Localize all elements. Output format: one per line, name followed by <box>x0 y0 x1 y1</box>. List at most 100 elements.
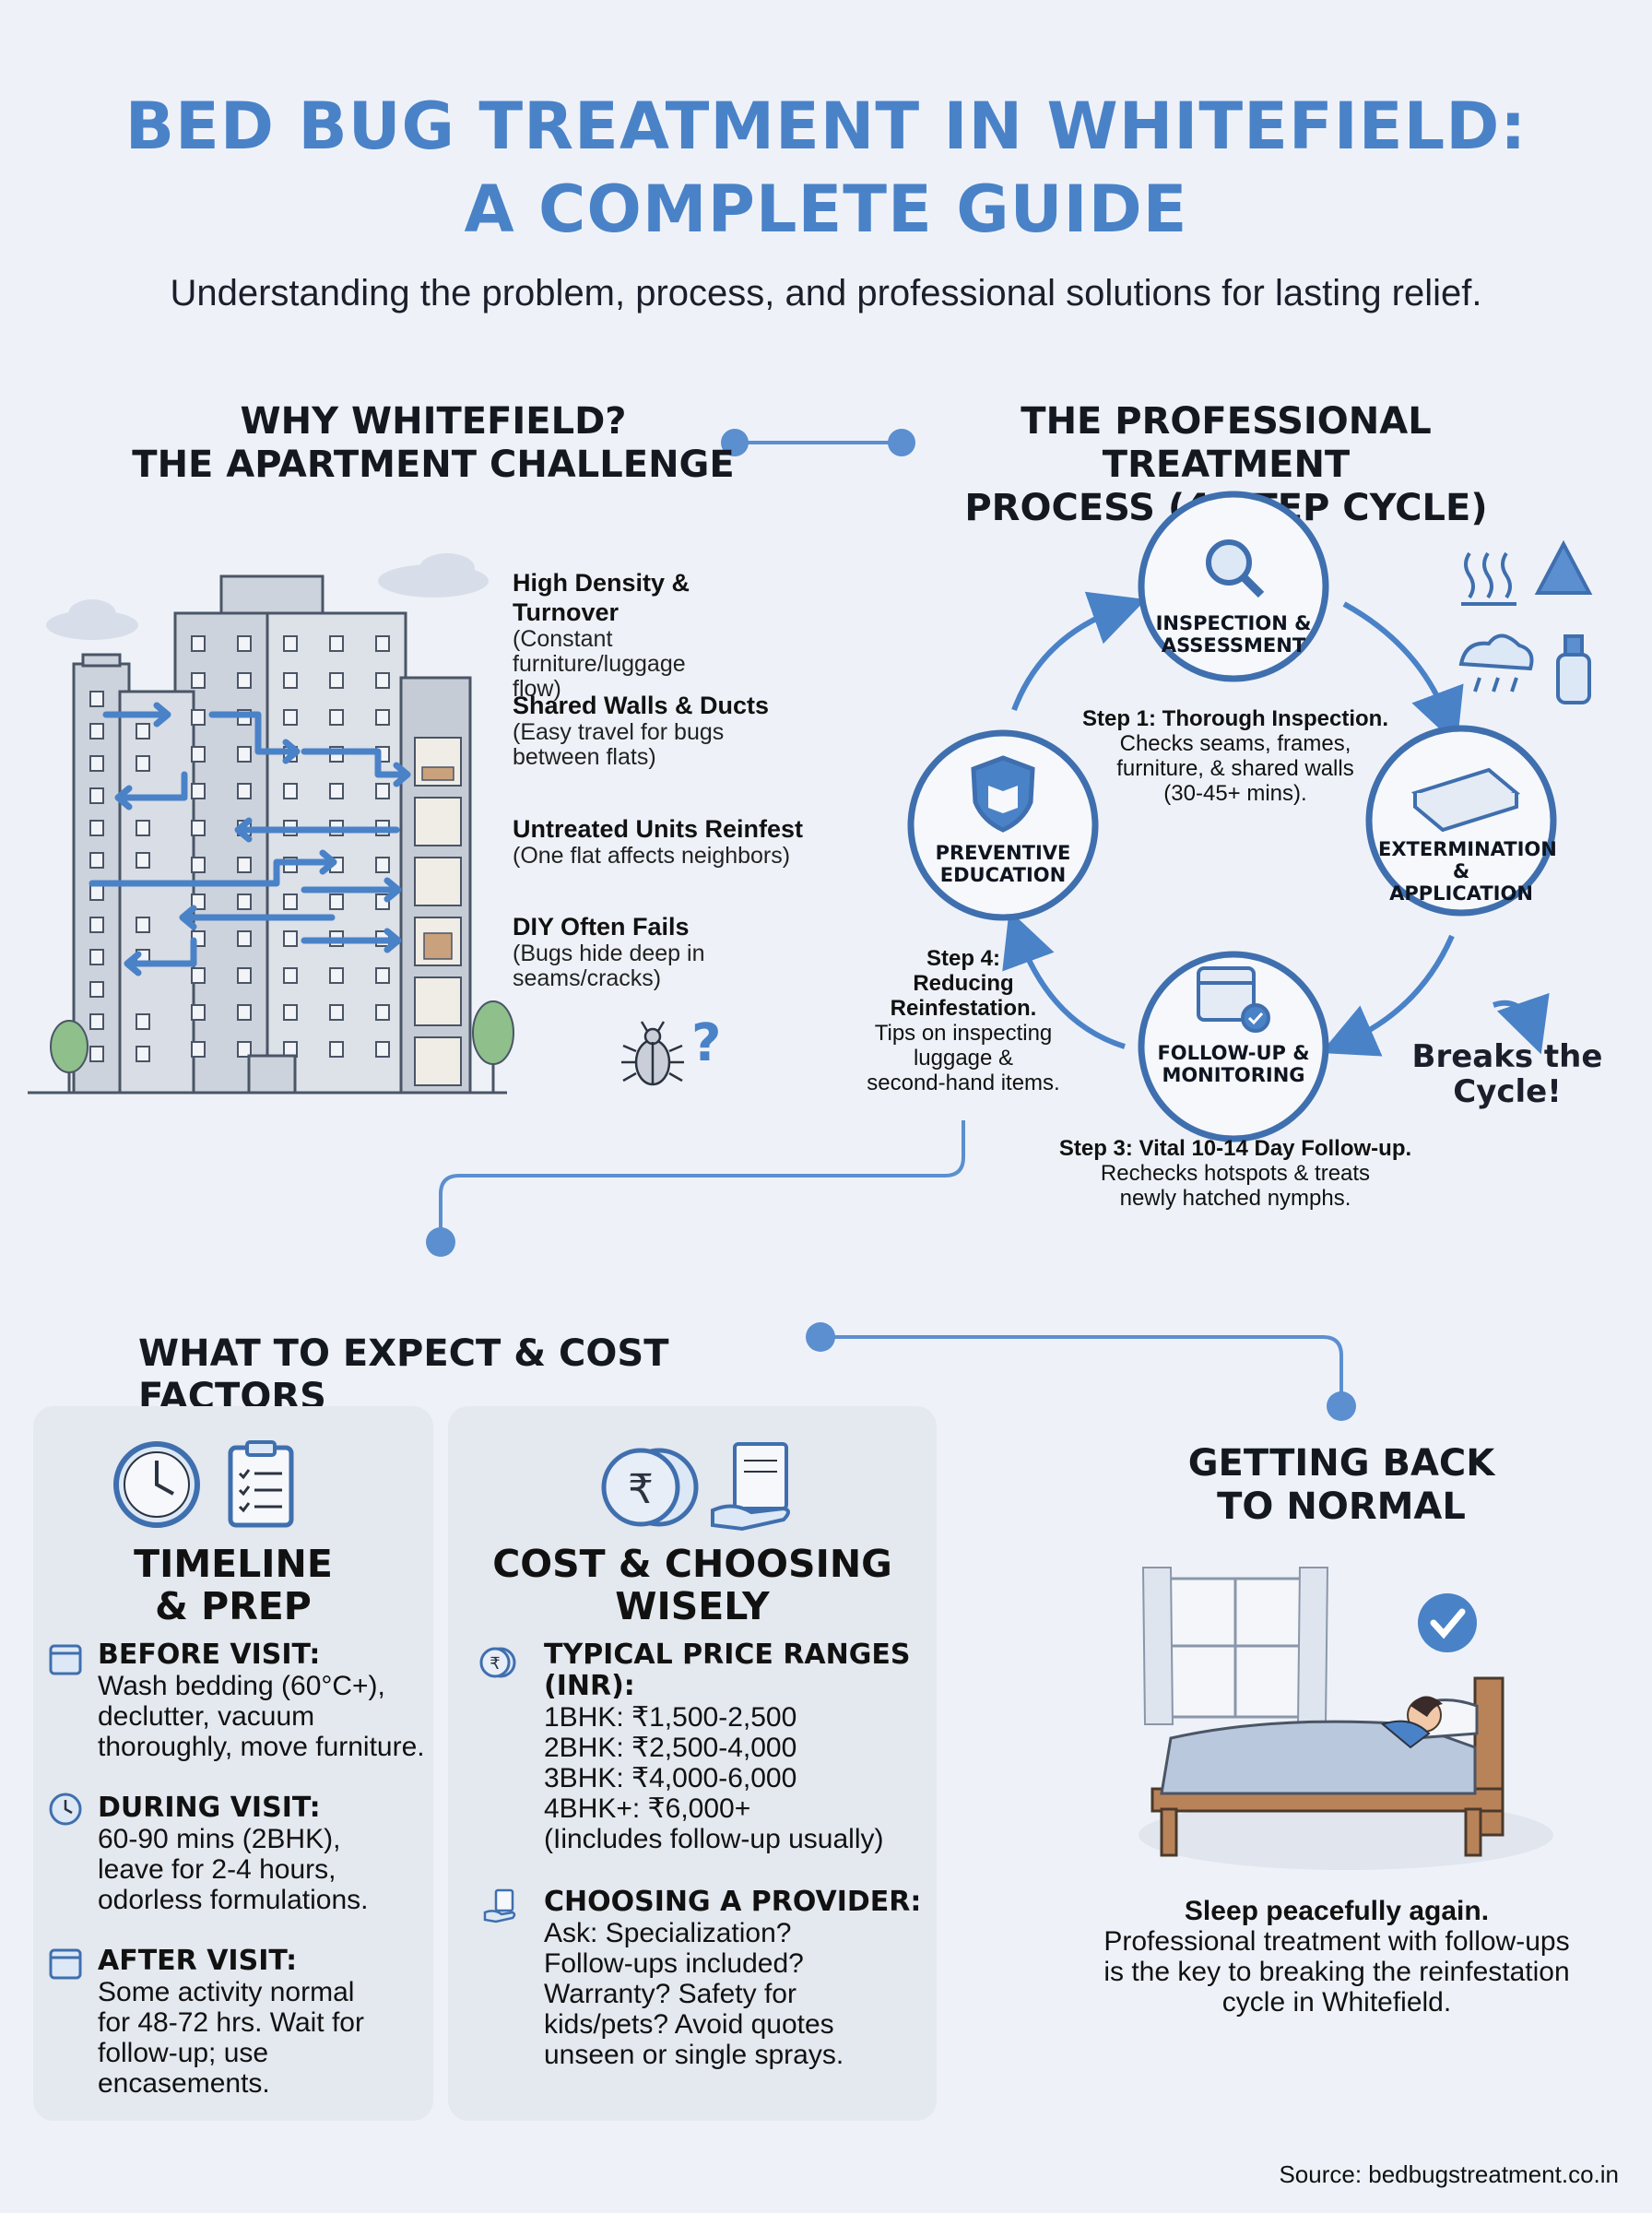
step3-line2: newly hatched nymphs. <box>1119 1186 1351 1211</box>
provider-line5: unseen or single sprays. <box>544 2040 844 2070</box>
after-visit-line4: encasements. <box>98 2068 270 2099</box>
feature-shared-walls-desc-1: (Easy travel for bugs <box>513 719 725 745</box>
choosing-provider: CHOOSING A PROVIDER: Ask: Specialization… <box>544 1887 931 2071</box>
feature-untreated-units: Untreated Units Reinfest (One flat affec… <box>513 814 808 869</box>
subtitle: Understanding the problem, process, and … <box>170 273 1482 314</box>
normal-heading-line2: TO NORMAL <box>1217 1485 1466 1528</box>
feature-untreated-units-title: Untreated Units Reinfest <box>513 815 804 843</box>
main-title-line2: A COMPLETE GUIDE <box>464 172 1188 247</box>
main-title: BED BUG TREATMENT IN WHITEFIELD: A COMPL… <box>0 85 1652 251</box>
apartment-building-illustration <box>28 553 514 1095</box>
during-visit-label: DURING VISIT: <box>98 1792 321 1824</box>
feature-shared-walls-desc-2: between flats) <box>513 744 656 770</box>
feature-diy-fails: DIY Often Fails (Bugs hide deep in seams… <box>513 912 771 991</box>
price-2bhk: 2BHK: ₹2,500-4,000 <box>544 1733 797 1763</box>
extermination-node-line1: EXTERMINATION <box>1378 838 1557 860</box>
why-heading-line1: WHY WHITEFIELD? <box>240 400 627 443</box>
feature-diy-fails-title: DIY Often Fails <box>513 913 690 941</box>
feature-density-desc-1: (Constant furniture/luggage <box>513 626 686 677</box>
sleeping-person-illustration <box>1139 1567 1553 1870</box>
hand-receipt-small-icon <box>483 1888 516 1923</box>
normal-line2: is the key to breaking the reinfestation <box>1103 1957 1570 1987</box>
process-heading-line1: THE PROFESSIONAL TREATMENT <box>1021 400 1432 486</box>
normal-heading-line1: GETTING BACK <box>1187 1442 1495 1485</box>
main-title-line1: BED BUG TREATMENT IN WHITEFIELD: <box>124 89 1528 164</box>
feature-density-title: High Density & Turnover <box>513 569 690 626</box>
step4-title-2: Reducing <box>913 971 1014 996</box>
step4-line2: luggage & <box>913 1046 1014 1071</box>
feature-density-desc-2: flow) <box>513 676 561 702</box>
price-ranges: TYPICAL PRICE RANGES (INR): 1BHK: ₹1,500… <box>544 1639 931 1855</box>
source-credit: Source: bedbugstreatment.co.in <box>1279 2160 1619 2188</box>
before-visit-line1: Wash bedding (60°C+), <box>98 1671 385 1701</box>
step1-line2: furniture, & shared walls <box>1116 756 1354 781</box>
rupee-coins-icon: ₹ <box>601 1448 699 1527</box>
step1-description: Step 1: Thorough Inspection. Checks seam… <box>1060 706 1410 806</box>
followup-node-circle <box>1138 951 1329 1142</box>
step4-description: Step 4: Reducing Reinfestation. Tips on … <box>867 946 1060 1095</box>
after-visit-line2: for 48-72 hrs. Wait for <box>98 2007 364 2038</box>
feature-shared-walls-title: Shared Walls & Ducts <box>513 692 770 719</box>
step1-title: Step 1: Thorough Inspection. <box>1082 706 1388 731</box>
cost-heading-line2: WISELY <box>615 1584 770 1628</box>
hand-receipt-icon <box>711 1442 790 1532</box>
normal-heading: GETTING BACK TO NORMAL <box>1111 1442 1572 1529</box>
feature-untreated-units-desc-1: (One flat affects neighbors) <box>513 843 791 869</box>
step3-line1: Rechecks hotspots & treats <box>1100 1161 1371 1186</box>
before-visit: BEFORE VISIT: Wash bedding (60°C+), decl… <box>98 1639 430 1763</box>
price-4bhk: 4BHK+: ₹6,000+ <box>544 1793 751 1824</box>
coin-receipt-icons: ₹ <box>601 1442 790 1532</box>
price-ranges-label-2: (INR): <box>544 1670 635 1702</box>
feature-diy-fails-desc-1: (Bugs hide deep in <box>513 941 705 966</box>
process-cycle-diagram <box>907 491 1593 1142</box>
inspection-node-line2: ASSESSMENT <box>1161 634 1306 657</box>
step3-title: Step 3: Vital 10-14 Day Follow-up. <box>1058 1136 1412 1161</box>
breaks-line1: Breaks the <box>1411 1038 1603 1075</box>
feature-shared-walls: Shared Walls & Ducts (Easy travel for bu… <box>513 691 771 770</box>
price-note: (Iincludes follow-up usually) <box>544 1824 884 1854</box>
cost-heading-line1: COST & CHOOSING <box>492 1542 892 1586</box>
svg-text:₹: ₹ <box>490 1654 500 1674</box>
education-node: PREVENTIVE EDUCATION <box>920 842 1086 886</box>
breaks-line2: Cycle! <box>1453 1073 1562 1110</box>
price-ranges-label-1: TYPICAL PRICE RANGES <box>544 1639 911 1671</box>
after-visit-label: AFTER VISIT: <box>98 1945 298 1977</box>
inspection-node-line1: INSPECTION & <box>1155 612 1312 634</box>
feature-density: High Density & Turnover (Constant furnit… <box>513 568 771 702</box>
during-visit-line3: odorless formulations. <box>98 1885 369 1915</box>
bed-bug-question-icon: ? <box>621 1013 721 1086</box>
why-heading-line2: THE APARTMENT CHALLENGE <box>132 444 735 486</box>
step1-line3: (30-45+ mins). <box>1163 781 1307 806</box>
clipboard-icon <box>228 1440 294 1528</box>
followup-node-line2: MONITORING <box>1162 1064 1305 1086</box>
inspection-node: INSPECTION & ASSESSMENT <box>1150 612 1316 657</box>
normal-bold-line: Sleep peacefully again. <box>1184 1896 1490 1926</box>
extermination-node-line2: & APPLICATION <box>1389 860 1533 905</box>
clock-clipboard-icons <box>113 1440 294 1528</box>
before-visit-label: BEFORE VISIT: <box>98 1639 321 1671</box>
inspection-node-circle <box>1138 491 1329 682</box>
step4-line1: Tips on inspecting <box>874 1021 1053 1046</box>
provider-line4: kids/pets? Avoid quotes <box>544 2009 834 2040</box>
cost-card <box>448 1406 937 2121</box>
after-visit-line1: Some activity normal <box>98 1977 355 2007</box>
timeline-heading-line1: TIMELINE <box>134 1542 333 1586</box>
clock-small-icon <box>49 1793 82 1826</box>
why-heading: WHY WHITEFIELD? THE APARTMENT CHALLENGE <box>111 400 756 487</box>
rupee-coin-small-icon: ₹ <box>479 1647 516 1678</box>
before-visit-line3: thoroughly, move furniture. <box>98 1732 425 1762</box>
after-visit-line3: follow-up; use <box>98 2038 269 2068</box>
normal-line1: Professional treatment with follow-ups <box>1103 1926 1570 1957</box>
calendar-icon-after <box>49 1948 82 1980</box>
during-visit: DURING VISIT: 60-90 mins (2BHK), leave f… <box>98 1792 430 1916</box>
provider-line3: Warranty? Safety for <box>544 1979 796 2009</box>
timeline-heading: TIMELINE & PREP <box>33 1543 433 1627</box>
step4-title-1: Step 4: <box>926 946 1000 971</box>
timeline-heading-line2: & PREP <box>155 1584 312 1628</box>
step3-description: Step 3: Vital 10-14 Day Follow-up. Reche… <box>1014 1136 1457 1211</box>
feature-diy-fails-desc-2: seams/cracks) <box>513 965 662 991</box>
normal-description: Sleep peacefully again. Professional tre… <box>1060 1896 1613 2018</box>
breaks-the-cycle-callout: Breaks the Cycle! <box>1410 1039 1604 1109</box>
extermination-node: EXTERMINATION & APPLICATION <box>1378 838 1557 905</box>
